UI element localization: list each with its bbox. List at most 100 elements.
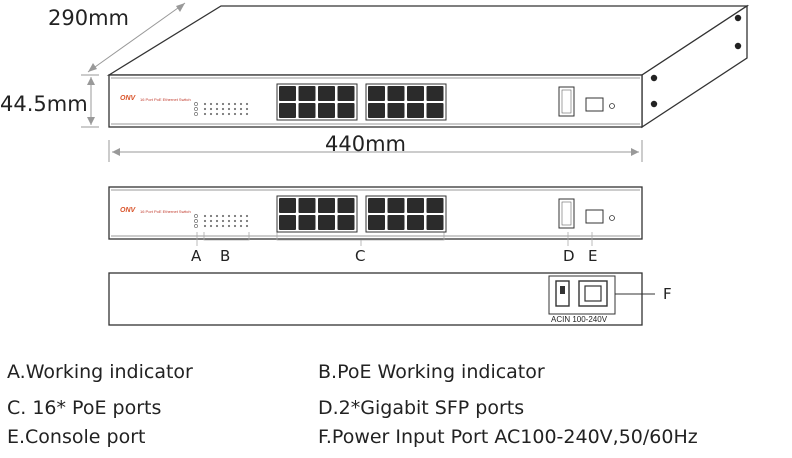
sfp-slot-front: [558, 198, 575, 229]
poe-led-top: [221, 107, 225, 111]
poe-led-front: [227, 214, 231, 218]
poe-led-top: [239, 112, 243, 116]
rj45-port-front: [387, 215, 405, 230]
working-led-front: [194, 214, 198, 218]
rj45-port-top: [387, 86, 405, 101]
rj45-port-front: [337, 215, 355, 230]
poe-led-top: [245, 102, 249, 106]
legend-working-indicator: A.Working indicator: [7, 361, 193, 383]
working-led-top: [194, 107, 198, 111]
poe-led-top: [215, 107, 219, 111]
poe-led-front: [209, 224, 213, 228]
poe-led-top: [245, 112, 249, 116]
depth-dimension-label: 290mm: [48, 6, 129, 30]
poe-led-top: [227, 107, 231, 111]
poe-led-top: [233, 102, 237, 106]
rj45-port-top: [407, 86, 424, 101]
rj45-port-top: [298, 86, 316, 101]
rj45-port-front: [407, 198, 424, 213]
brand-logo-front: ONV: [120, 207, 136, 214]
poe-led-front: [203, 214, 207, 218]
console-port-top: [585, 97, 604, 112]
poe-led-top: [209, 107, 213, 111]
console-port-front: [585, 209, 604, 224]
poe-led-front: [239, 224, 243, 228]
height-dimension-label: 44.5mm: [0, 92, 88, 116]
callout-lines: [196, 232, 593, 246]
poe-led-front: [245, 214, 249, 218]
rj45-port-top: [279, 86, 296, 101]
poe-led-top: [221, 102, 225, 106]
rj45-port-front: [426, 198, 444, 213]
callout-f: F: [663, 285, 672, 303]
reset-button-front: [609, 215, 615, 221]
rj45-port-front: [298, 215, 316, 230]
poe-led-top: [227, 112, 231, 116]
tagline-top: 16 Port PoE Ethernet Switch: [140, 97, 191, 102]
rj45-port-top: [426, 103, 444, 118]
rear-panel: [108, 272, 655, 326]
reset-button-top: [609, 103, 615, 109]
poe-led-front: [239, 219, 243, 223]
rj45-port-top: [298, 103, 316, 118]
rj45-port-front: [279, 215, 296, 230]
poe-led-front: [221, 214, 225, 218]
poe-led-top: [209, 102, 213, 106]
poe-led-front: [215, 224, 219, 228]
working-led-top: [194, 102, 198, 106]
poe-led-front: [209, 219, 213, 223]
poe-led-front: [209, 214, 213, 218]
rj45-port-top: [407, 103, 424, 118]
poe-led-top: [203, 107, 207, 111]
poe-led-top: [239, 107, 243, 111]
working-led-top: [194, 112, 198, 116]
poe-led-front: [221, 224, 225, 228]
legend-console-port: E.Console port: [7, 426, 146, 448]
poe-led-top: [203, 112, 207, 116]
poe-led-front: [227, 224, 231, 228]
poe-led-front: [203, 219, 207, 223]
rj45-port-top: [368, 86, 385, 101]
rj45-port-top: [426, 86, 444, 101]
dimension-arrows: [87, 3, 639, 156]
rj45-port-front: [337, 198, 355, 213]
sfp-slot-inner-front: [561, 201, 572, 226]
poe-led-front: [215, 214, 219, 218]
legend-poe-working-indicator: B.PoE Working indicator: [318, 361, 545, 383]
callout-a: A: [191, 247, 202, 265]
rj45-port-top: [368, 103, 385, 118]
callout-d: D: [563, 247, 575, 265]
poe-led-front: [221, 219, 225, 223]
poe-led-front: [239, 214, 243, 218]
poe-led-front: [245, 224, 249, 228]
rj45-port-front: [426, 215, 444, 230]
rj45-port-front: [368, 198, 385, 213]
working-led-front: [194, 224, 198, 228]
poe-led-top: [227, 102, 231, 106]
poe-led-top: [215, 102, 219, 106]
rj45-port-top: [318, 86, 335, 101]
poe-led-front: [233, 214, 237, 218]
sfp-slot-top: [558, 86, 575, 117]
legend-power-input: F.Power Input Port AC100-240V,50/60Hz: [318, 426, 698, 448]
rack-ear-holes: [650, 14, 742, 108]
callout-e: E: [588, 247, 598, 265]
rj45-port-top: [279, 103, 296, 118]
rj45-port-front: [318, 198, 335, 213]
brand-logo-top: ONV: [120, 95, 136, 102]
poe-led-top: [233, 107, 237, 111]
callout-c: C: [355, 247, 366, 265]
poe-led-front: [233, 224, 237, 228]
poe-led-front: [233, 219, 237, 223]
poe-led-top: [209, 112, 213, 116]
poe-led-top: [233, 112, 237, 116]
panel-details: [194, 83, 615, 233]
poe-led-front: [227, 219, 231, 223]
power-input-label: ACIN 100-240V: [551, 315, 608, 324]
poe-led-top: [215, 112, 219, 116]
poe-led-front: [215, 219, 219, 223]
rj45-port-front: [279, 198, 296, 213]
poe-led-top: [221, 112, 225, 116]
